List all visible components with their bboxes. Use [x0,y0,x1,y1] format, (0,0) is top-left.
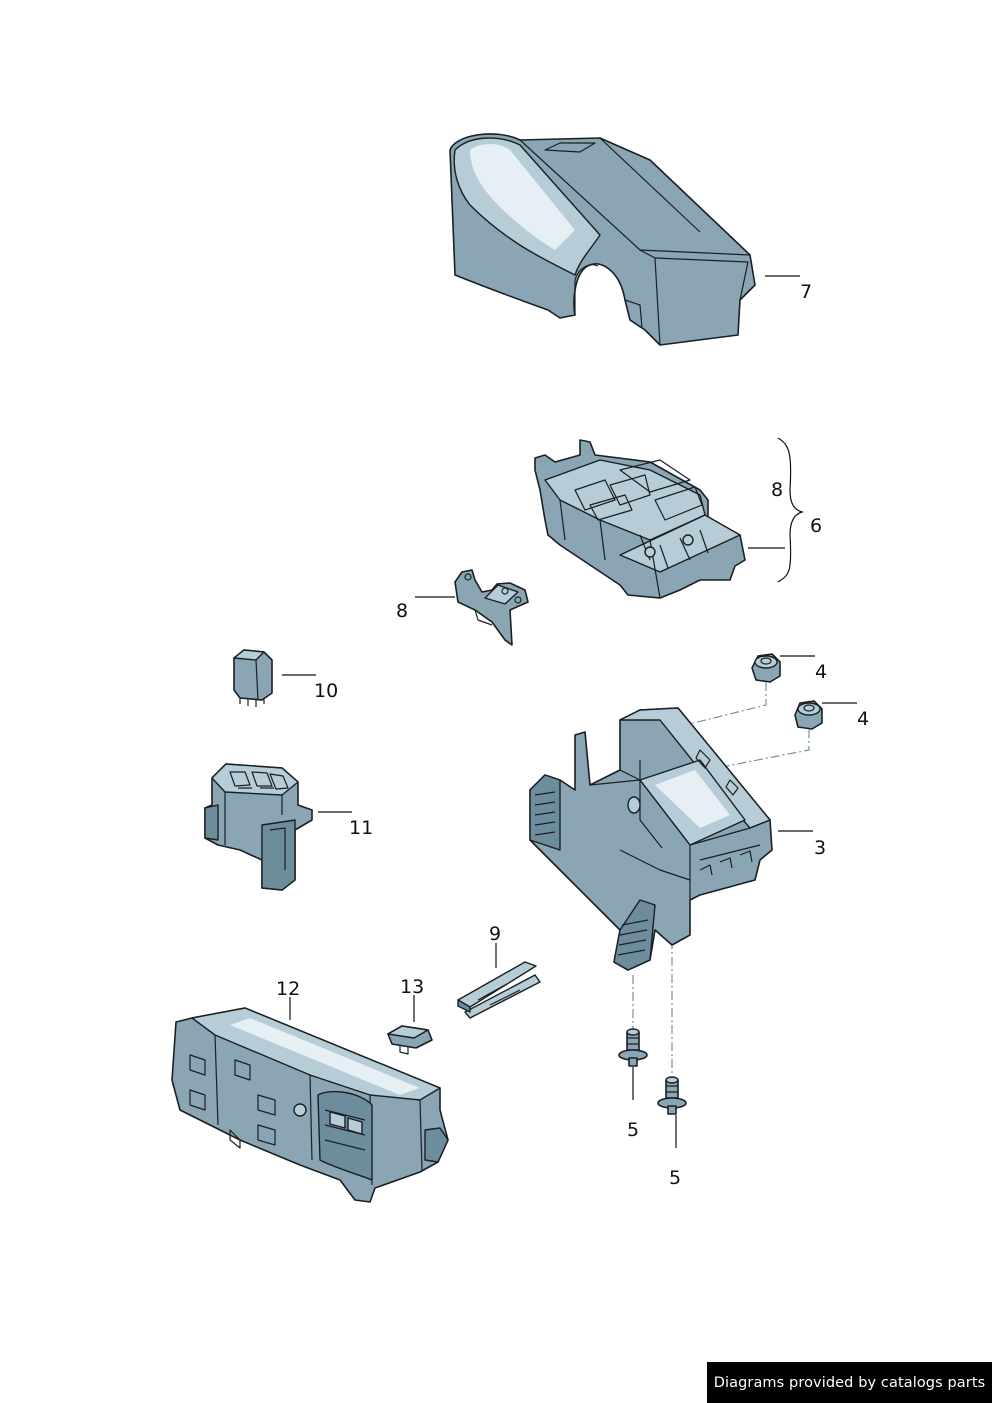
part-11-connector-housing[interactable] [204,763,313,891]
callout-12: 12 [276,978,300,1000]
callout-5-b: 5 [669,1167,681,1189]
callout-4-a: 4 [815,661,827,683]
part-4-nut-a[interactable] [751,653,781,683]
callout-4-b: 4 [857,708,869,730]
callout-6: 6 [810,515,822,537]
part-5-screw-b[interactable] [657,1076,687,1115]
callout-7: 7 [800,281,812,303]
callout-8-bracket: 8 [771,479,783,501]
part-3-fuse-box-base[interactable] [529,707,773,971]
part-13-fuse[interactable] [387,1025,433,1055]
callout-9: 9 [489,923,501,945]
callout-8: 8 [396,600,408,622]
part-5-screw-a[interactable] [618,1028,648,1067]
bracket-6 [777,437,805,583]
part-9-fuse-puller[interactable] [457,961,541,1019]
part-12-module[interactable] [171,1007,449,1203]
callout-10: 10 [314,680,338,702]
footer-credit: Diagrams provided by catalogs parts [707,1362,992,1403]
part-7-cover[interactable] [449,133,756,346]
callout-11: 11 [349,817,373,839]
part-8-bracket[interactable] [454,569,529,646]
part-4-nut-b[interactable] [794,700,823,730]
callout-3: 3 [814,837,826,859]
part-6-relay-carrier[interactable] [534,439,746,599]
callout-5-a: 5 [627,1119,639,1141]
callout-13: 13 [400,976,424,998]
part-10-relay[interactable] [233,649,273,707]
